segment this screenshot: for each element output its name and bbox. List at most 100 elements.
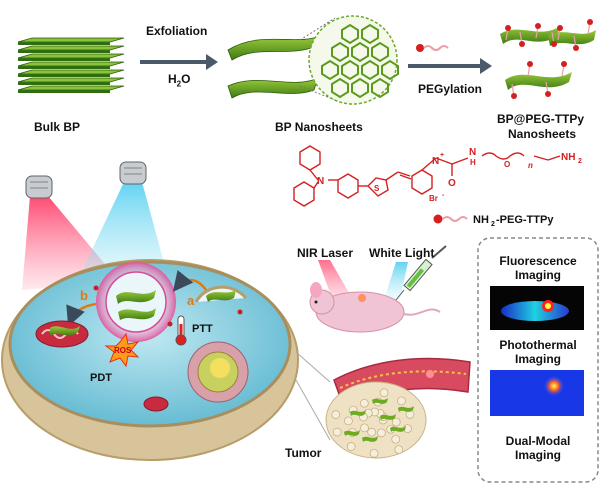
water-sub: 2 <box>176 79 182 89</box>
imaging-panel <box>477 237 599 483</box>
bp-layer-edge <box>18 50 110 53</box>
dual-modal-label-2: Imaging <box>515 448 561 462</box>
syringe-icon <box>395 245 447 301</box>
amine-n-label: N <box>317 176 324 187</box>
tumor-cell <box>391 434 401 444</box>
tumor-nanosheet <box>390 426 406 432</box>
tumor-vessel <box>325 357 471 459</box>
legend-rest: -PEG-TTPy <box>496 214 554 226</box>
tumor-nanosheet <box>372 398 388 404</box>
product-label-line1: BP@PEG-TTPy <box>497 112 585 126</box>
molecule-atoms: N S N + Br - O N H O n NH 2 <box>317 147 582 203</box>
peg-head <box>527 61 533 67</box>
bulk-bp-label: Bulk BP <box>34 120 81 134</box>
tumor-cell <box>346 442 356 451</box>
tumor-cell <box>367 427 377 437</box>
tumor-cell <box>377 428 386 438</box>
tumor-cell <box>331 410 341 420</box>
peg-head <box>505 25 511 31</box>
tumor-cell <box>360 423 369 433</box>
fluorescence-label-1: Fluorescence <box>499 254 577 268</box>
lattice-ring <box>351 41 369 63</box>
bp-nanosheets <box>227 17 336 101</box>
ptt-label: PTT <box>192 323 213 335</box>
bp-layer-edge <box>18 58 110 61</box>
peg-head <box>573 45 579 51</box>
water-label: H2O <box>168 72 190 88</box>
bp-nanosheets-label: BP Nanosheets <box>275 120 363 134</box>
bp-layer-edge <box>18 82 110 85</box>
peg-head <box>557 25 563 31</box>
lattice-ring <box>341 59 359 81</box>
lattice-ring <box>381 59 399 81</box>
lattice-ring <box>331 41 349 63</box>
peg-head <box>535 23 541 29</box>
white-lamp-icon <box>119 161 147 185</box>
pathway-b-label: b <box>80 288 88 303</box>
peg-head <box>587 19 593 25</box>
water-h: H <box>168 72 177 86</box>
terminal-nh2-label: NH <box>561 152 575 163</box>
peg-o-label: O <box>504 160 510 169</box>
terminal-nh2-sub: 2 <box>578 158 582 165</box>
peg-legend: NH 2 -PEG-TTPy <box>433 214 554 228</box>
photothermal-label-2: Imaging <box>515 352 561 366</box>
bp-layer <box>17 77 125 83</box>
cell-to-tumor-guide <box>295 351 331 383</box>
nir-lamp-icon <box>25 175 53 199</box>
bp-layer <box>17 69 125 75</box>
peg-n-label: n <box>528 161 533 170</box>
fluorescence-label-2: Imaging <box>515 268 561 282</box>
bp-layer <box>17 37 125 43</box>
tumor-nanosheet <box>344 430 360 436</box>
nir-laser-label: NIR Laser <box>297 246 353 260</box>
peg-head <box>545 91 551 97</box>
tumor-cell <box>332 427 342 437</box>
water-o: O <box>181 72 191 86</box>
peg-head <box>551 41 557 47</box>
lattice-ring <box>351 77 369 99</box>
pyridinium-n-label: N <box>432 156 439 167</box>
bp-layer-edge <box>18 42 110 45</box>
exfoliation-label: Exfoliation <box>146 24 208 38</box>
ros-label: ROS <box>114 346 132 355</box>
peg-head <box>519 41 525 47</box>
tumor-label: Tumor <box>285 446 322 460</box>
cell-to-tumor-guide-2 <box>295 379 331 441</box>
dual-modal-label-1: Dual-Modal <box>506 434 571 448</box>
peg-head <box>511 93 517 99</box>
bp-layer-edge <box>18 90 110 93</box>
ttpy-molecule <box>293 145 561 207</box>
lattice-ring <box>341 23 359 45</box>
legend-sub: 2 <box>491 221 495 228</box>
pdt-label: PDT <box>90 372 112 384</box>
lattice-ring <box>371 41 389 63</box>
cell <box>1 259 299 461</box>
pathway-a-label: a <box>187 293 195 308</box>
bp-layer <box>17 61 125 67</box>
tumor-cell <box>394 445 404 455</box>
thiophene-s-label: S <box>374 184 380 193</box>
pegylation-arrow <box>408 44 492 74</box>
pegylation-label: PEGylation <box>418 82 483 96</box>
lattice-ring <box>361 23 379 45</box>
tumor-cell <box>369 448 379 458</box>
lattice-ring <box>331 77 349 99</box>
lattice-ring <box>321 59 339 81</box>
tumor-cell <box>397 396 406 406</box>
pyridinium-plus-label: + <box>440 152 444 159</box>
lattice-ring <box>361 59 379 81</box>
lamp-icons <box>25 161 147 199</box>
tumor-nanosheet <box>362 436 378 442</box>
amide-n-label: N <box>469 147 476 158</box>
bp-layer <box>17 85 125 91</box>
photothermal-label-1: Photothermal <box>499 338 576 352</box>
bp-layer-edge <box>18 74 110 77</box>
bulk-bp-stack <box>17 37 125 93</box>
bp-layer-edge <box>18 66 110 69</box>
tumor-cell <box>391 417 401 427</box>
amide-h-label: H <box>470 158 476 167</box>
tumor-cell <box>359 398 369 408</box>
tumor-cell <box>344 416 353 426</box>
